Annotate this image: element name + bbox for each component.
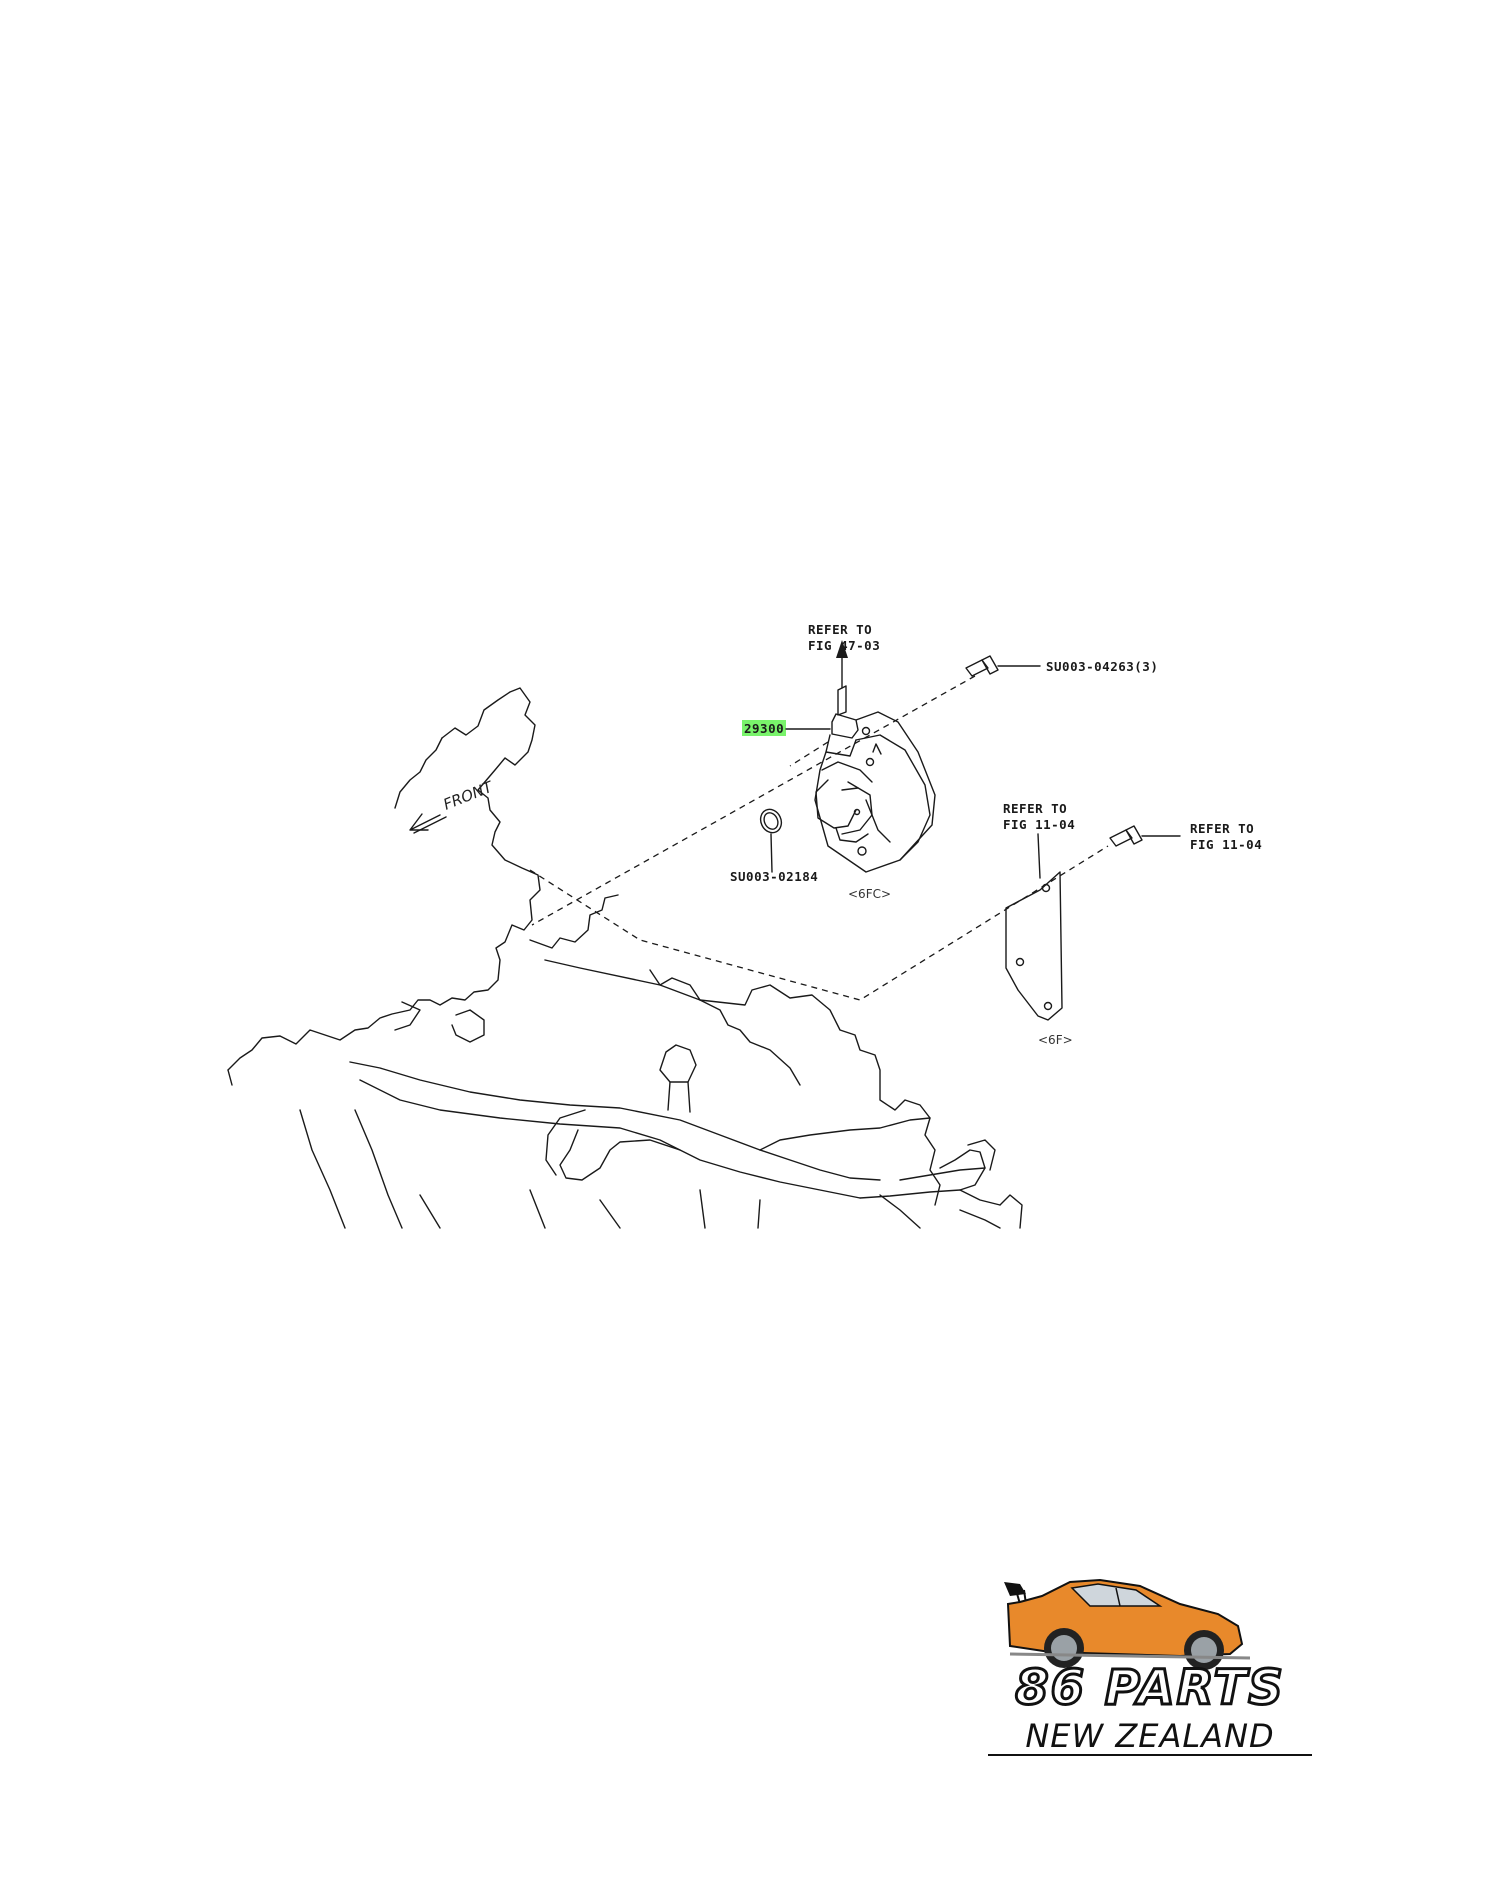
vacuum-pump (814, 685, 936, 873)
front-arrow: FRONT (409, 777, 497, 834)
refer-arrow-top (836, 640, 848, 689)
logo-title: 86 PARTS (1014, 1659, 1285, 1718)
engine-outline (227, 687, 1023, 1229)
refer-mid-line1: REFER TO (1003, 801, 1067, 816)
front-label: FRONT (441, 777, 497, 814)
car-illustration (1004, 1578, 1251, 1670)
refer-right-line2: FIG 11-04 (1190, 837, 1262, 852)
cover-plate (1005, 833, 1063, 1021)
logo-subtitle: NEW ZEALAND (988, 1718, 1312, 1756)
bolt-right (1109, 825, 1181, 847)
plate-code-label: <6F> (1038, 1033, 1073, 1047)
refer-top-line2: FIG 47-03 (808, 638, 880, 653)
o-ring (759, 808, 783, 873)
refer-right-line1: REFER TO (1190, 821, 1254, 836)
part-number-highlight (742, 720, 786, 736)
bolt-top-label[interactable]: SU003-04263(3) (1046, 659, 1158, 674)
bolt-top (965, 655, 1041, 677)
oring-label[interactable]: SU003-02184 (730, 869, 818, 884)
leader-lines (529, 675, 1109, 1001)
part-number-label[interactable]: 29300 (744, 721, 784, 736)
pump-code-label: <6FC> (848, 887, 891, 901)
brand-logo: 86 PARTS NEW ZEALAND (980, 1560, 1320, 1760)
refer-top-line1: REFER TO (808, 622, 872, 637)
refer-mid-line2: FIG 11-04 (1003, 817, 1075, 832)
